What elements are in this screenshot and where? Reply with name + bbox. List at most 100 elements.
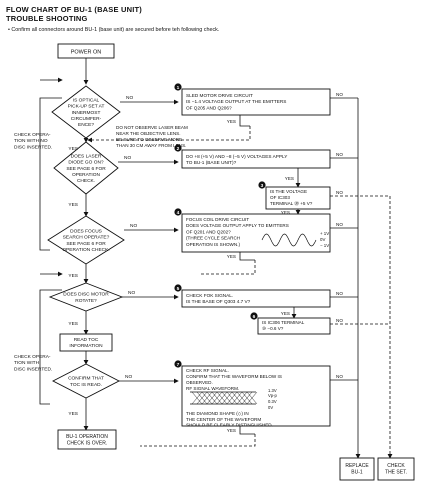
decision-text: DOES LASER — [71, 153, 102, 159]
rf-trace — [211, 391, 223, 405]
decision-text: IS OPTICAL — [73, 97, 100, 103]
start-label: POWER ON — [71, 50, 102, 56]
check-number-badge — [174, 144, 182, 152]
check-number: 2 — [177, 146, 180, 152]
check-5-text: CHECK FOK SIGNAL. — [186, 293, 233, 298]
rf-trace — [236, 391, 248, 405]
end-box-text: CHECK IS OVER. — [67, 441, 108, 447]
rf-eye-pattern — [190, 391, 258, 405]
check-4-text: OPERATION IS SHOWN.) — [186, 242, 240, 247]
end-box — [57, 429, 117, 450]
check-3-text: TERMINAL ⑳ +5 V? — [270, 200, 313, 207]
rf-level-label: 1.3V — [268, 388, 277, 393]
check-set-text: CHECK — [387, 463, 405, 469]
check-1-text: SLED MOTOR DRIVE CIRCUIT — [186, 93, 253, 98]
check-box-4 — [181, 213, 331, 253]
decision-text: CIRCUMFER- — [71, 116, 102, 122]
rf-trace — [231, 391, 243, 405]
decision-text: ENCE? — [78, 122, 94, 128]
check-box-2 — [181, 149, 331, 169]
check-set-box — [377, 457, 415, 481]
rf-level-label: Vp-p — [268, 393, 278, 398]
no-label: NO — [336, 291, 343, 296]
yes-branch-line — [239, 426, 255, 435]
check-3-text: IS THE VOLTAGE — [270, 189, 307, 194]
side-label-with-disc: TION WITH — [14, 360, 40, 366]
check-number: 3 — [261, 183, 264, 189]
check-4-text: OF Q201 AND Q202? — [186, 229, 231, 234]
check-2-text: TO BU-1 (BASE UNIT)? — [186, 160, 237, 165]
rf-level-label: 0.3V — [268, 399, 277, 404]
decision-text: CHECK. — [77, 178, 95, 184]
no-label: NO — [336, 190, 343, 195]
check-number: 7 — [177, 362, 180, 368]
side-label-no-disc: TION WITH NO — [14, 138, 48, 144]
rf-trace — [216, 391, 228, 405]
no-label: NO — [125, 374, 132, 380]
check-box-7 — [181, 365, 331, 427]
check-4-text: DOES VOLTAGE OUTPUT APPLY TO EMITTERS — [186, 223, 289, 228]
decision-text: SEE PAGE 6 FOR — [66, 241, 106, 247]
check-number: 1 — [177, 85, 180, 91]
decision-text: DIODE GO ON? — [68, 160, 104, 166]
decision-text: OPERATION CHECK. — [62, 247, 109, 253]
replace-bu1-text: REPLACE — [345, 463, 369, 469]
side-label-no-disc: CHECK OPERA- — [14, 132, 51, 138]
check-box-3 — [265, 186, 331, 210]
laser-note: DO NOT OBSERVE LASER BEAM — [116, 125, 188, 130]
dashed-return — [140, 434, 256, 447]
check-7-text: RF SIGNAL WAVEFORM. — [186, 386, 239, 391]
decision-text: CONFIRM THAT — [68, 376, 104, 382]
check-number: 6 — [253, 314, 256, 320]
check-set-text: THE SET. — [385, 469, 407, 475]
check-number-badge — [250, 312, 258, 320]
dashed-return — [200, 260, 256, 275]
decision-d3 — [47, 215, 125, 265]
check-5-text: IS THE BASE OF Q303 4.7 V? — [186, 299, 251, 304]
check-7-text: CHECK RF SIGNAL. — [186, 368, 229, 373]
no-label: NO — [336, 222, 343, 227]
decision-d4 — [48, 282, 124, 312]
yes-label: YES — [68, 321, 78, 327]
check-number-badge — [174, 83, 182, 91]
side-label-with-disc: CHECK OPERA- — [14, 354, 51, 360]
yes-label: YES — [68, 411, 78, 417]
yes-label: YES — [68, 146, 78, 152]
check-number-badge — [258, 181, 266, 189]
read-toc-text: INFORMATION — [69, 343, 103, 349]
check-box-1 — [181, 88, 331, 116]
chart-subtitle: TROUBLE SHOOTING — [6, 14, 88, 23]
check-2-text: DO +8 (+5 V) AND −8 (−5 V) VOLTAGES APPL… — [186, 154, 288, 159]
check-7-note: THE DIAMOND SHAPE (◇) IN — [186, 411, 249, 416]
check-number-badge — [174, 208, 182, 216]
check-7-text: CONFIRM THAT THE WAVEFORM BELOW IS — [186, 374, 282, 379]
waveform-level-label: − 1V — [320, 243, 329, 248]
waveform-level-label: 0V — [320, 237, 325, 242]
decision-text: OPERATION — [72, 172, 100, 178]
check-7-note: SHOULD BE CLEARLY DISTINGUISHED. — [186, 423, 273, 428]
decision-text: PICK-UP SET AT — [68, 104, 105, 110]
check-6-text: IS IC306 TERMINAL — [262, 320, 305, 325]
decision-d2 — [53, 141, 119, 195]
rf-trace — [241, 391, 253, 405]
decision-text: DOES FOCUS — [70, 229, 102, 235]
no-label: NO — [124, 155, 131, 161]
laser-note: THAN 30 CM AWAY FROM LENS. — [116, 143, 186, 148]
no-label: NO — [128, 290, 135, 296]
check-1-text: IS −1.4 VOLTAGE OUTPUT AT THE EMITTERS — [186, 99, 286, 104]
no-label: NO — [126, 95, 133, 101]
check-number: 4 — [177, 210, 180, 216]
no-label: NO — [336, 318, 343, 323]
rf-level-label: 0V — [268, 405, 273, 410]
check-box-5 — [181, 289, 331, 308]
check-7-note: THE CENTER OF THE WAVEFORM — [186, 417, 261, 422]
waveform-level-label: + 1V — [320, 231, 329, 236]
replace-bu1-text: BU-1 — [351, 469, 363, 475]
check-number-badge — [174, 360, 182, 368]
yes-label: YES — [227, 119, 236, 124]
focus-sine-waveform — [261, 233, 317, 247]
rf-trace — [246, 391, 258, 405]
decision-d5 — [52, 363, 120, 399]
